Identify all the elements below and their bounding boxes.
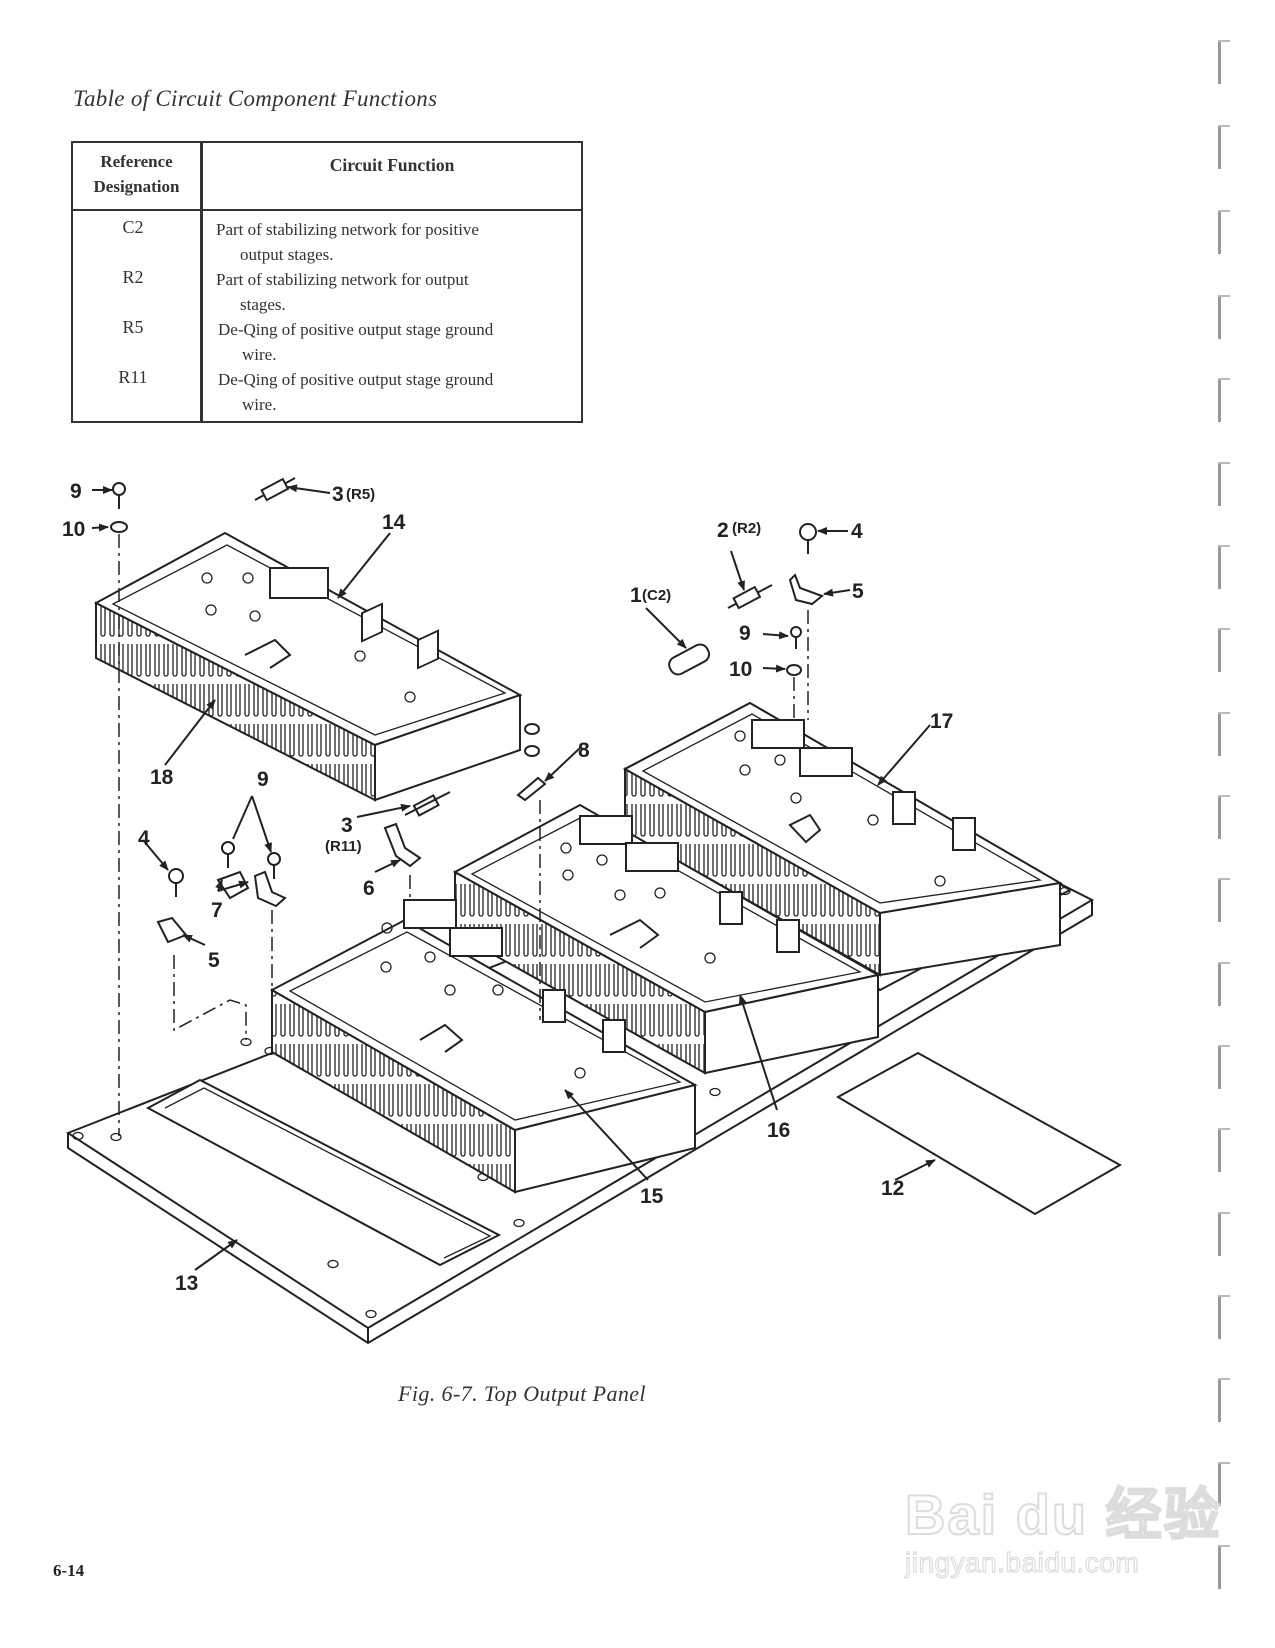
amplifier-module-16	[452, 803, 881, 1075]
callout-18: 18	[150, 766, 174, 789]
amplifier-module-15	[269, 918, 698, 1194]
callout-16: 16	[767, 1119, 790, 1142]
callout-17: 17	[930, 710, 953, 733]
binder-mark	[1218, 962, 1230, 1006]
ref-designation: C2	[122, 217, 144, 237]
watermark-brand: Bai du 经验	[904, 1482, 1222, 1547]
callout-3-ref: (R5)	[346, 486, 375, 503]
binder-mark	[1218, 1295, 1230, 1339]
binder-mark	[1218, 628, 1230, 672]
column-divider	[200, 143, 203, 421]
callout-8: 8	[578, 739, 590, 762]
circuit-function: Part of stabilizing network for positive…	[216, 220, 479, 264]
screw-icon	[112, 482, 126, 496]
header-ref-line1: Reference	[100, 152, 173, 171]
amplifier-module-18	[93, 531, 523, 802]
callout-15: 15	[640, 1185, 664, 1208]
ref-designation: R11	[118, 367, 148, 387]
binder-mark	[1218, 1212, 1230, 1256]
callout-2: 2	[717, 519, 729, 542]
binder-mark	[1218, 878, 1230, 922]
resistor-r5-icon	[260, 477, 290, 502]
page-number: 6-14	[53, 1561, 85, 1580]
callout-9: 9	[70, 480, 82, 503]
amplifier-module-17	[622, 701, 1073, 992]
callout-5: 5	[852, 580, 864, 603]
solder-lug-icon	[516, 776, 547, 802]
component-function-table: Reference Designation Circuit Function C…	[71, 141, 583, 423]
ground-lug-icon	[383, 822, 422, 868]
header-circuit-function: Circuit Function	[329, 155, 455, 175]
binder-mark	[1218, 378, 1230, 422]
callout-4: 4	[138, 827, 150, 850]
callout-2-ref: (R2)	[732, 520, 761, 537]
callout-3: 3	[332, 483, 344, 506]
binder-mark	[1218, 1378, 1230, 1422]
binder-mark	[1218, 125, 1230, 169]
washer-icon	[110, 521, 128, 533]
watermark-url: jingyan.baidu.com	[904, 1546, 1140, 1578]
binder-mark	[1218, 1462, 1230, 1506]
callout-12: 12	[881, 1177, 904, 1200]
resistor-r11-icon	[412, 794, 440, 817]
ref-designation: R5	[122, 317, 144, 337]
binder-mark	[1218, 1545, 1230, 1589]
callout-1-ref: (C2)	[642, 587, 671, 604]
binder-mark	[1218, 712, 1230, 756]
capacitor-c2-icon	[668, 643, 711, 676]
header-reference-designation: Reference Designation	[73, 149, 200, 199]
callout-labels: 9 10 3 (R5) 14 2 (R2) 4 5 1 (C2) 9 10 17…	[62, 480, 953, 1295]
callout-9: 9	[257, 768, 269, 791]
callout-9: 9	[739, 622, 751, 645]
table-row: R2 Part of stabilizing network for outpu…	[73, 267, 581, 317]
module-components	[201, 567, 976, 1079]
table-title: Table of Circuit Component Functions	[73, 86, 438, 111]
callout-3-ref: (R11)	[325, 838, 362, 855]
table-header: Reference Designation Circuit Function	[73, 143, 581, 211]
callout-leaders	[91, 484, 936, 1271]
bracket-icon	[253, 870, 287, 908]
table-row: C2 Part of stabilizing network for posit…	[73, 217, 581, 267]
binder-mark	[1218, 545, 1230, 589]
binder-mark	[1218, 795, 1230, 839]
bolt-icon	[799, 523, 817, 541]
header-ref-line2: Designation	[93, 177, 180, 196]
table-row: R11 De-Qing of positive output stage gro…	[73, 367, 581, 417]
callout-10: 10	[729, 658, 752, 681]
binder-mark	[1218, 210, 1230, 254]
bracket-icon	[216, 870, 250, 900]
binder-mark	[1218, 295, 1230, 339]
ref-designation: R2	[122, 267, 144, 287]
baidu-watermark: Bai du 经验 jingyan.baidu.com	[904, 1470, 1222, 1579]
binder-mark	[1218, 40, 1230, 84]
exploded-view-diagram: 9 10 3 (R5) 14 2 (R2) 4 5 1 (C2) 9 10 17…	[62, 477, 1123, 1345]
callout-6: 6	[363, 877, 375, 900]
binder-mark	[1218, 1128, 1230, 1172]
label-plate	[835, 1051, 1123, 1216]
callout-13: 13	[175, 1272, 198, 1295]
callout-1: 1	[630, 584, 642, 607]
callout-5: 5	[208, 949, 220, 972]
callout-7: 7	[211, 899, 223, 922]
resistor-r2-icon	[732, 585, 762, 610]
callout-3: 3	[341, 814, 353, 837]
callout-14: 14	[382, 511, 406, 534]
binder-mark	[1218, 462, 1230, 506]
loose-hardware	[110, 477, 825, 944]
lug-icon	[788, 573, 825, 606]
figure-caption: Fig. 6-7. Top Output Panel	[398, 1381, 646, 1406]
binder-mark	[1218, 1045, 1230, 1089]
callout-10: 10	[62, 518, 85, 541]
table-row: R5 De-Qing of positive output stage grou…	[73, 317, 581, 367]
callout-4: 4	[851, 520, 863, 543]
assembly-lines	[118, 534, 809, 1136]
